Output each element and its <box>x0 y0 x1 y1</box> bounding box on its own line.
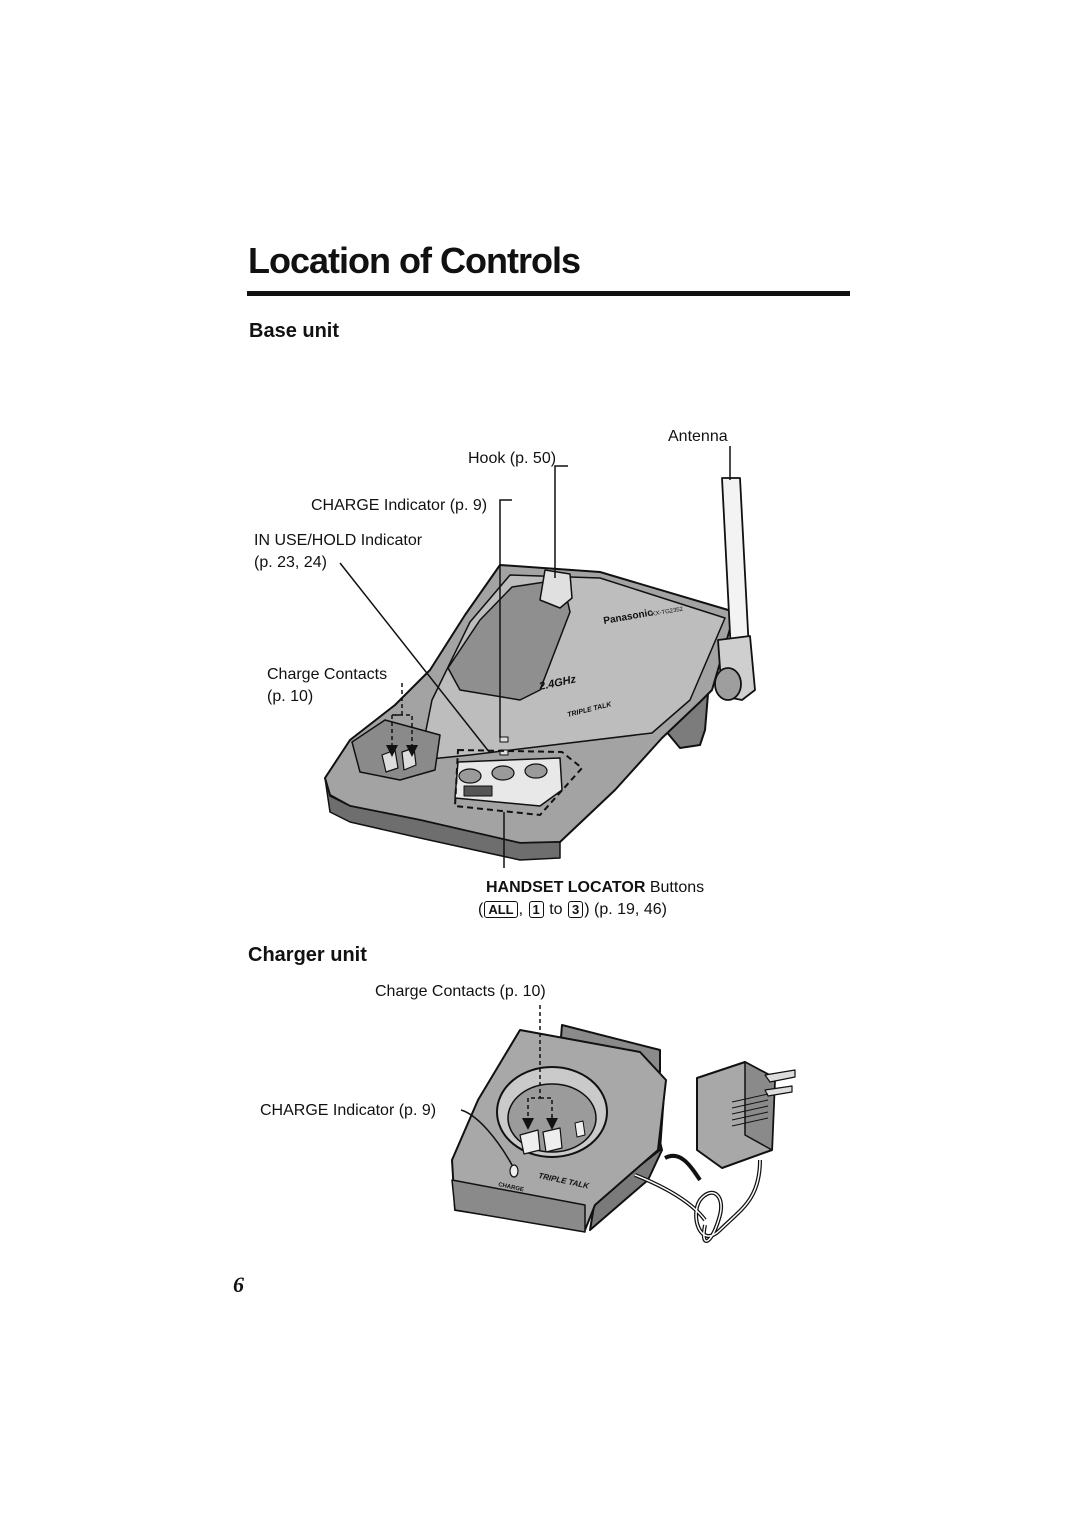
svg-text:CHARGE: CHARGE <box>498 1182 525 1193</box>
title-rule <box>247 291 850 296</box>
charge-contacts-label-line2: (p. 10) <box>267 688 314 705</box>
base-unit-heading: Base unit <box>249 320 340 342</box>
handset-locator-open: ( <box>478 901 484 918</box>
antenna-label: Antenna <box>668 428 728 445</box>
key-all-icon: ALL <box>484 901 518 918</box>
handset-locator-rest: Buttons <box>645 879 705 896</box>
in-use-hold-label-line2: (p. 23, 24) <box>254 554 327 571</box>
charge-indicator-label: CHARGE Indicator (p. 9) <box>311 497 488 514</box>
hook-label: Hook (p. 50) <box>468 450 557 467</box>
charge-contacts-label-line1: Charge Contacts <box>267 666 388 683</box>
in-use-hold-label-line1: IN USE/HOLD Indicator <box>254 532 423 549</box>
handset-locator-comma: , <box>518 901 524 918</box>
handset-locator-bold: HANDSET LOCATOR <box>486 879 646 896</box>
key-3-icon: 3 <box>568 901 584 918</box>
handset-locator-keys: (ALL, 1 to 3) (p. 19, 46) <box>478 899 667 920</box>
base-unit-illustration <box>324 477 756 861</box>
charger-unit-heading: Charger unit <box>248 944 367 966</box>
svg-text:KX-TG2352: KX-TG2352 <box>651 606 684 618</box>
charger-unit-illustration <box>451 1024 796 1233</box>
key-1-icon: 1 <box>528 901 544 918</box>
page-title: Location of Controls <box>248 240 581 281</box>
handset-locator-pages: ) (p. 19, 46) <box>584 901 667 918</box>
handset-locator-to: to <box>549 901 563 918</box>
page-number: 6 <box>233 1272 244 1297</box>
handset-locator-label: HANDSET LOCATOR Buttons <box>486 877 704 898</box>
charger-charge-contacts-label: Charge Contacts (p. 10) <box>375 983 546 1000</box>
charger-charge-indicator-label: CHARGE Indicator (p. 9) <box>260 1102 437 1119</box>
